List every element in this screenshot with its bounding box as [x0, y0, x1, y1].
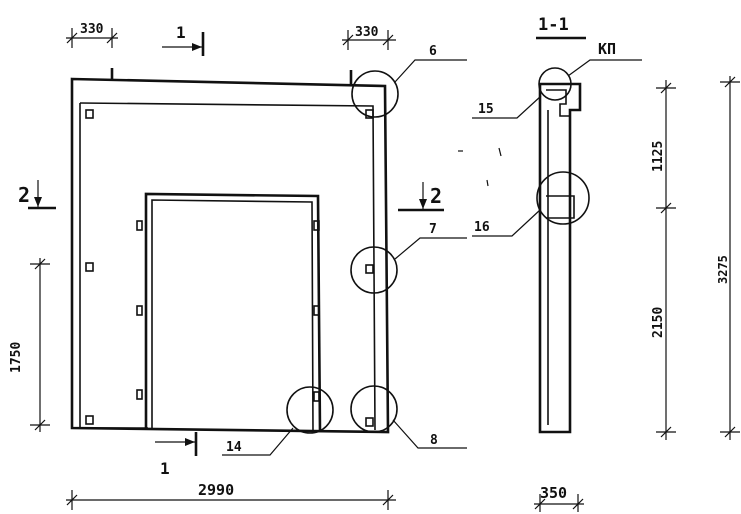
embedded-plate: [365, 109, 374, 119]
node-circle-6: [351, 70, 399, 118]
callout-14: 14: [226, 440, 242, 455]
door-opening-inner: [151, 199, 314, 433]
embedded-plate: [85, 109, 94, 119]
embedded-plate: [136, 305, 143, 316]
leader-8: [392, 419, 467, 449]
embedded-plate: [365, 417, 374, 427]
section-cut-2-right-label: 2: [430, 184, 442, 208]
embedded-plate: [313, 305, 320, 316]
panel-inner-contour: [79, 102, 376, 431]
leader-7: [394, 237, 467, 260]
section-title: 1-1: [538, 15, 569, 35]
dimension-section-width-value: 350: [540, 484, 567, 502]
dimension-top-right: 330: [342, 25, 396, 50]
section-groove-top: [546, 89, 570, 117]
dimension-section-chain: 1125 2150: [651, 80, 676, 440]
section-cut-2-left-label: 2: [18, 183, 30, 207]
section-notch-mid: [546, 195, 575, 219]
node-circle-15: [538, 67, 572, 101]
door-opening: [144, 192, 322, 433]
dimension-left-height-value: 1750: [9, 342, 24, 373]
section-cut-1-bottom: 1: [155, 432, 198, 478]
leader-15: [472, 95, 542, 119]
dimension-top-left: 330: [66, 22, 118, 48]
dimension-section-upper-value: 1125: [651, 141, 666, 172]
section-cut-2-left: 2: [18, 180, 56, 210]
node-circle-7: [350, 246, 398, 294]
embedded-plate: [136, 389, 143, 400]
section-cut-1-bottom-label: 1: [160, 459, 170, 478]
dimension-section-lower-value: 2150: [651, 307, 666, 338]
scan-mark: [498, 147, 502, 157]
leader-14: [222, 427, 294, 456]
embedded-plate: [313, 220, 320, 231]
section-body: [538, 82, 582, 434]
embedded-plate: [85, 262, 94, 272]
dimension-top-right-value: 330: [355, 25, 379, 40]
callout-8: 8: [430, 433, 438, 448]
section-1-1-view: 1-1 15 16 КП 350: [472, 15, 642, 512]
node-circle-14: [286, 386, 334, 434]
section-cut-1-top: 1: [162, 23, 205, 56]
callout-7: 7: [429, 222, 437, 237]
embedded-plate: [365, 264, 374, 274]
callout-15: 15: [478, 102, 494, 117]
node-circle-16: [536, 171, 590, 225]
dimension-bottom-width-value: 2990: [198, 481, 234, 499]
dimension-total-height-value: 3275: [716, 255, 730, 284]
node-circle-8: [350, 385, 398, 433]
leader-kp: [567, 59, 642, 77]
panel-outer-contour: [70, 77, 390, 434]
dimension-bottom-width: 2990: [66, 481, 396, 510]
callout-16: 16: [474, 220, 490, 235]
leader-6: [394, 59, 467, 83]
embedded-plate: [136, 220, 143, 231]
embedded-plate: [313, 391, 320, 402]
section-cut-1-top-label: 1: [176, 23, 186, 42]
leader-16: [472, 209, 541, 237]
dimension-left-height: 1750: [9, 258, 50, 432]
section-cut-2-right: 2: [398, 182, 444, 212]
callout-6: 6: [429, 44, 437, 59]
callout-kp: КП: [598, 40, 616, 58]
panel-front-view: [70, 59, 467, 456]
embedded-plate: [85, 415, 94, 425]
scan-mark: [486, 179, 489, 187]
dimension-total-height: 3275: [716, 76, 740, 440]
dimension-top-left-value: 330: [80, 22, 104, 37]
